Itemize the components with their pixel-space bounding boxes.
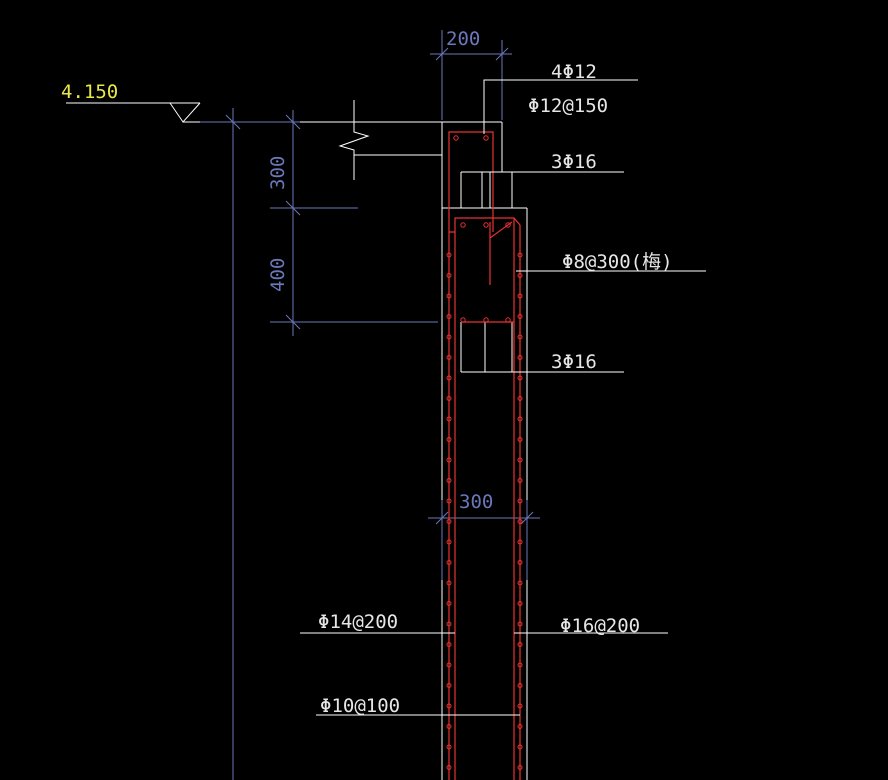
rebar-dot [517,273,523,278]
wall-corner-right [513,217,521,226]
wall-inner-bars [454,217,515,780]
rebar-dot [446,724,452,729]
rebar-dot [517,416,523,422]
rebar-dots [453,135,511,323]
rebar-dot [446,478,452,483]
rebar-dot [517,744,523,750]
elevation-triangle-icon [169,102,201,123]
label-top-bars: 4Φ12 [551,61,597,83]
label-tie: Φ8@300(梅) [562,251,673,273]
dim-tick-bottom [285,314,301,330]
elevation-label: 4.150 [61,81,118,103]
dim-tick-300-right [520,511,534,525]
rebar-dot [517,683,523,688]
rebar-dot [446,396,452,401]
rebar-dot [460,317,466,323]
concrete-outline [441,122,528,780]
rebar-dot [517,457,523,463]
rebar-dot [446,683,452,688]
rebar-cage [448,131,521,780]
rebar-dot [517,437,523,442]
rebar-dot [517,642,523,647]
break-line-icon [338,100,370,180]
rebar-dot [483,135,489,141]
dim-label-300-wall: 300 [459,491,493,513]
rebar-dot [446,744,452,750]
rebar-dot [446,642,452,647]
dim-tick-200-right [495,47,509,61]
label-wall-horizontal: Φ10@100 [320,695,400,717]
rebar-dot [446,621,452,627]
rebar-dot [446,252,452,258]
label-wall-left: Φ14@200 [318,611,398,633]
leader-top-bars [483,79,638,134]
label-wall-right: Φ16@200 [560,615,640,637]
dim-label-400: 400 [267,258,289,292]
label-top-stirrup: Φ12@150 [528,95,608,117]
rebar-dot [446,765,452,770]
top-stirrup-bar [448,131,494,233]
rebar-dot [517,498,523,504]
rebar-dot [505,222,511,228]
rebar-dot [446,662,452,668]
dim-tick-mid [285,200,301,216]
elevation-marker: 4.150 [61,81,201,123]
rebar-dot [446,519,452,524]
wall-vertical-bar-dots [446,252,523,770]
rebar-dot [446,416,452,422]
slab-outline [183,100,503,780]
dim-tick-top [285,114,301,130]
rebar-dot [517,539,523,545]
rebar-dot [446,601,452,606]
rebar-dot [446,457,452,463]
wall-width-dimension [428,500,540,580]
rebar-dot [446,580,452,586]
rebar-dot [517,478,523,483]
rebar-dot [446,314,452,319]
rebar-dot [517,252,523,258]
rebar-dot [460,222,466,228]
rebar-dot [446,334,452,340]
rebar-dot [446,498,452,504]
dim-label-200: 200 [446,28,480,50]
rebar-dot [446,539,452,545]
rebar-dot [517,560,523,565]
leaders [300,79,706,716]
rebar-dot [517,703,523,709]
rebar-dot [446,355,452,360]
rebar-dot [483,222,489,228]
rebar-dot [446,375,452,381]
rebar-dot [517,355,523,360]
rebar-dot [517,662,523,668]
rebar-dot [446,437,452,442]
axis-tick [225,114,241,130]
rebar-dot [453,135,459,141]
rebar-dot [517,765,523,770]
rebar-dot [446,703,452,709]
rebar-dot [517,334,523,340]
rebar-dot [517,621,523,627]
vertical-dimension [200,110,438,336]
dim-tick-300-left [435,511,449,525]
rebar-dot [517,396,523,401]
rebar-dot [446,560,452,565]
rebar-dot [446,273,452,278]
rebar-dot [483,317,489,323]
dim-label-300: 300 [267,156,289,190]
rebar-dot [517,601,523,606]
rebar-dot [517,293,523,299]
tie-hook [489,221,513,239]
rebar-dot [446,293,452,299]
rebar-dot [517,375,523,381]
label-beam-bottom: 3Φ16 [551,351,597,373]
rebar-dot [517,519,523,524]
rebar-dot [505,317,511,323]
dim-tick-200-left [435,47,449,61]
rebar-dot [517,314,523,319]
label-beam-top: 3Φ16 [551,151,597,173]
rebar-dot [517,580,523,586]
rebar-dot [517,724,523,729]
